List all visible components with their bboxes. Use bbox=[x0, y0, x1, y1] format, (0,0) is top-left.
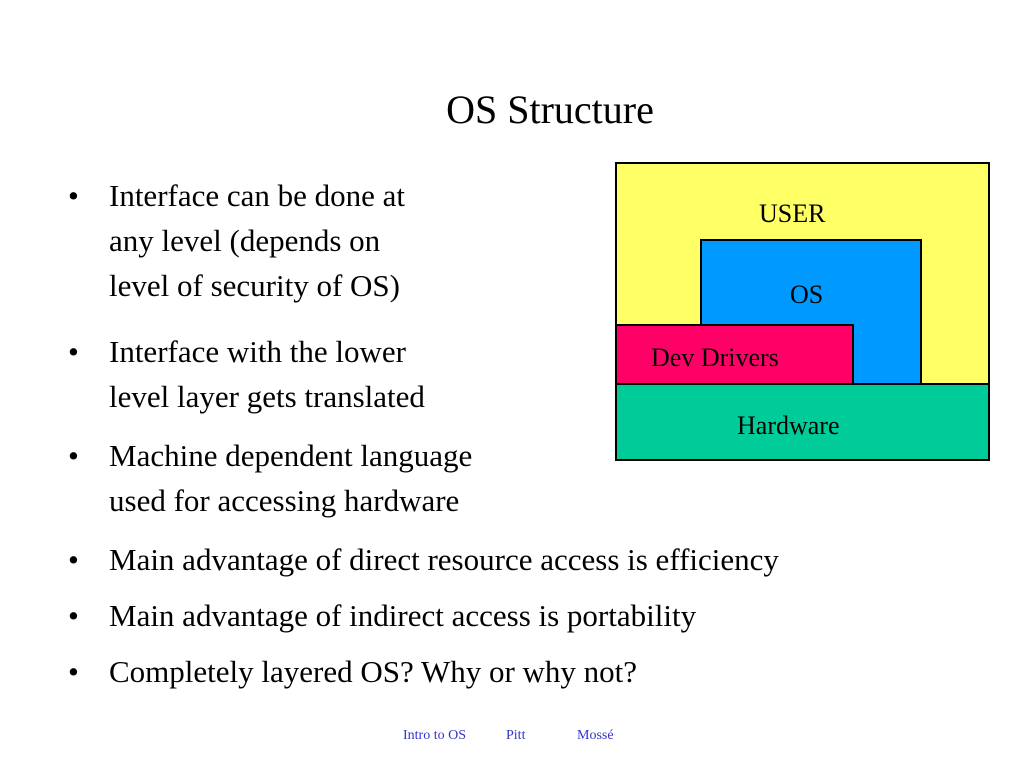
bullet-dot-icon: • bbox=[68, 334, 79, 369]
drivers-layer-label: Dev Drivers bbox=[651, 343, 779, 372]
user-layer-label: USER bbox=[759, 199, 826, 228]
bullet-line: Interface with the lower bbox=[109, 334, 406, 369]
bullet-line: any level (depends on bbox=[109, 223, 381, 258]
bullet-text: Main advantage of direct resource access… bbox=[109, 537, 779, 582]
bullet-line: Completely layered OS? Why or why not? bbox=[109, 654, 638, 689]
bullet-dot-icon: • bbox=[68, 542, 79, 577]
bullet-line: level layer gets translated bbox=[109, 379, 425, 414]
hardware-layer-label: Hardware bbox=[737, 411, 840, 440]
bullet-line: Main advantage of indirect access is por… bbox=[109, 598, 697, 633]
bullet-text: Completely layered OS? Why or why not? bbox=[109, 649, 637, 694]
bullet-text: Interface can be done at any level (depe… bbox=[109, 173, 405, 308]
bullet-text: Interface with the lower level layer get… bbox=[109, 329, 425, 419]
bullet-line: used for accessing hardware bbox=[109, 483, 460, 518]
bullet-dot-icon: • bbox=[68, 654, 79, 689]
bullet-line: Interface can be done at bbox=[109, 178, 406, 213]
bullet-text: Machine dependent language used for acce… bbox=[109, 433, 472, 523]
bullet-dot-icon: • bbox=[68, 438, 79, 473]
bullet-dot-icon: • bbox=[68, 178, 79, 213]
bullet-line: Machine dependent language bbox=[109, 438, 473, 473]
slide-title: OS Structure bbox=[446, 87, 654, 132]
footer-author: Mossé bbox=[577, 728, 614, 743]
bullet-text: Main advantage of indirect access is por… bbox=[109, 593, 696, 638]
bullet-line: Main advantage of direct resource access… bbox=[109, 542, 779, 577]
bullet-line: level of security of OS) bbox=[109, 268, 400, 303]
bullet-dot-icon: • bbox=[68, 598, 79, 633]
footer-course: Intro to OS bbox=[403, 728, 466, 743]
os-layer-label: OS bbox=[790, 280, 824, 309]
hardware-layer-box bbox=[615, 383, 990, 461]
footer-school: Pitt bbox=[506, 728, 526, 743]
